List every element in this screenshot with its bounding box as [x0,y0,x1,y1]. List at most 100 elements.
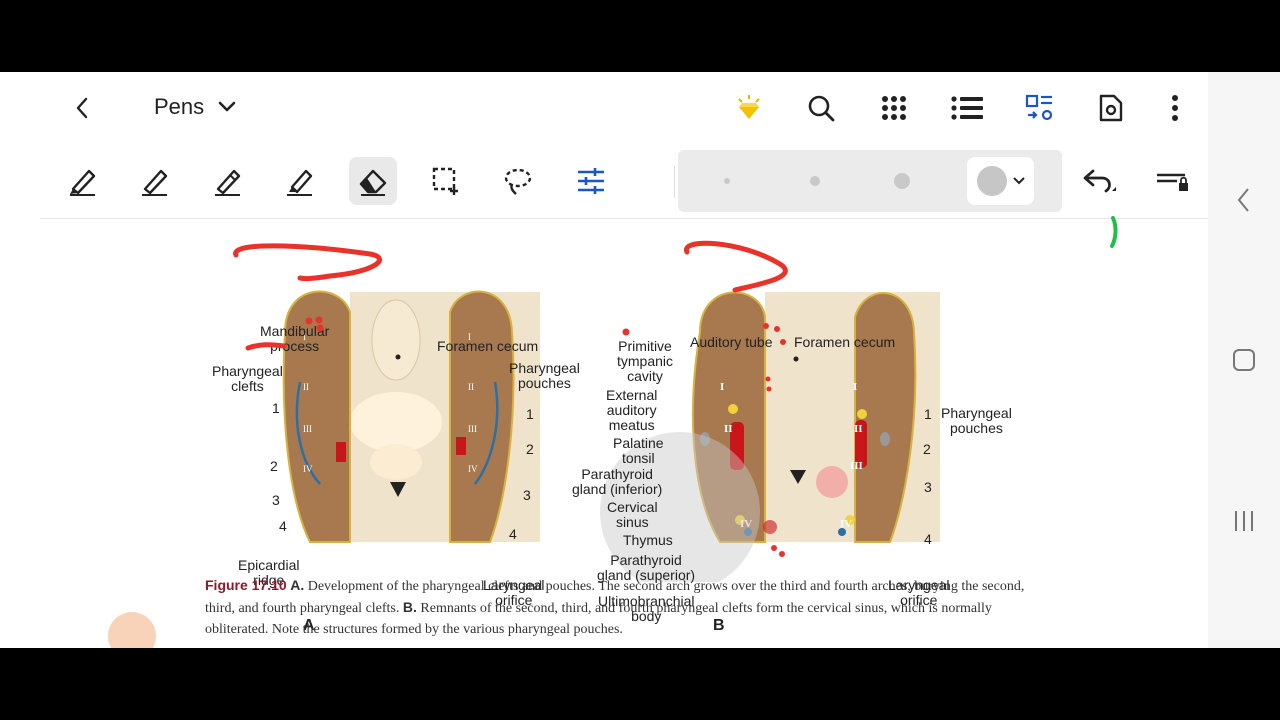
caption-b-letter: B. [402,599,417,615]
nav-back-icon [1237,188,1249,212]
label-auditory: Auditory tube [690,334,773,350]
color-swatch [976,166,1007,196]
size-medium[interactable] [810,176,820,186]
num-a-left-4: 4 [279,518,287,534]
label-foramen-a: Foramen cecum [437,338,539,354]
page-settings-button[interactable] [1093,90,1129,126]
more-button[interactable] [1157,90,1193,126]
highlighter-icon [287,169,313,196]
num-b-right-4: 4 [924,531,932,547]
num-b-right-2: 2 [923,441,931,457]
svg-text:I: I [468,332,471,342]
label-foramen-b: Foramen cecum [794,334,896,350]
svg-text:IV: IV [468,464,478,474]
undo-button[interactable] [1076,157,1124,205]
pencil-tool[interactable] [204,157,252,205]
caption-a-letter: A. [290,577,305,593]
sliders-icon [578,168,604,194]
layout-button[interactable] [1021,90,1057,126]
premium-button[interactable] [731,90,767,126]
svg-text:I: I [720,381,724,393]
nav-recents-icon [1235,511,1253,531]
search-icon [808,95,835,122]
eraser-tool[interactable] [349,157,397,205]
svg-text:II: II [724,423,733,435]
chevron-down-icon [1012,177,1025,185]
caption-b-text: Remnants of the second, third, and fourt… [205,601,992,637]
svg-text:I: I [853,381,857,393]
num-a-right-1: 1 [526,406,534,422]
svg-text:III: III [850,460,863,472]
highlighter-tool[interactable] [276,157,324,205]
fountain-pen-tool[interactable] [59,157,107,205]
premium-icon [738,95,760,119]
chevron-down-icon [218,101,236,112]
nav-recents-button[interactable] [1228,505,1260,537]
svg-text:IV: IV [303,464,313,474]
panel-a-letter: A [303,617,315,634]
list-button[interactable] [949,90,985,126]
eraser-icon [359,169,387,196]
layout-icon [1025,94,1053,121]
toolbar-lock-icon [1157,173,1188,191]
toolbar-divider [674,166,675,198]
svg-text:III: III [303,424,312,434]
select-area-tool[interactable] [422,157,470,205]
floating-action-button[interactable] [108,612,156,648]
pens-menu[interactable]: Pens [154,94,236,120]
pens-title: Pens [154,94,205,119]
svg-text:III: III [468,424,477,434]
pen-size-panel [678,150,1062,212]
panel-b-letter: B [713,617,725,634]
color-picker[interactable] [967,157,1034,205]
svg-text:II: II [468,382,474,392]
nav-home-button[interactable] [1228,344,1260,376]
pen-tool[interactable] [131,157,179,205]
size-large[interactable] [894,173,910,189]
back-button[interactable] [64,90,100,126]
label-thymus: Thymus [623,532,673,548]
undo-icon [1083,169,1116,193]
num-a-right-4: 4 [509,526,517,542]
grid-icon [882,96,906,120]
pencil-icon [215,169,241,196]
num-a-right-3: 3 [523,487,531,503]
pen-toolbar [40,150,1208,219]
eraser-cursor-overlay [600,432,760,582]
svg-text:I: I [303,332,306,342]
size-small[interactable] [724,178,730,184]
fountain-pen-icon [70,169,96,196]
chevron-left-icon [76,97,88,119]
search-button[interactable] [803,90,839,126]
nav-home-icon [1233,349,1255,371]
nav-back-button[interactable] [1228,184,1260,216]
app-bar: Pens [0,72,1208,144]
toolbar-lock-button[interactable] [1148,157,1196,205]
system-nav-bar [1208,72,1280,648]
num-a-right-2: 2 [526,441,534,457]
svg-text:IV: IV [840,518,852,530]
lasso-tool[interactable] [494,157,542,205]
adjust-tool[interactable] [567,157,615,205]
grid-button[interactable] [876,90,912,126]
list-icon [951,96,983,120]
settings-doc-icon [1099,94,1123,122]
svg-text:II: II [303,382,309,392]
caption-figure-label: Figure 17.10 [205,577,287,593]
num-b-right-3: 3 [924,479,932,495]
num-b-right-1: 1 [924,406,932,422]
caption-a-text: Development of the pharyngeal clefts and… [205,579,1025,616]
